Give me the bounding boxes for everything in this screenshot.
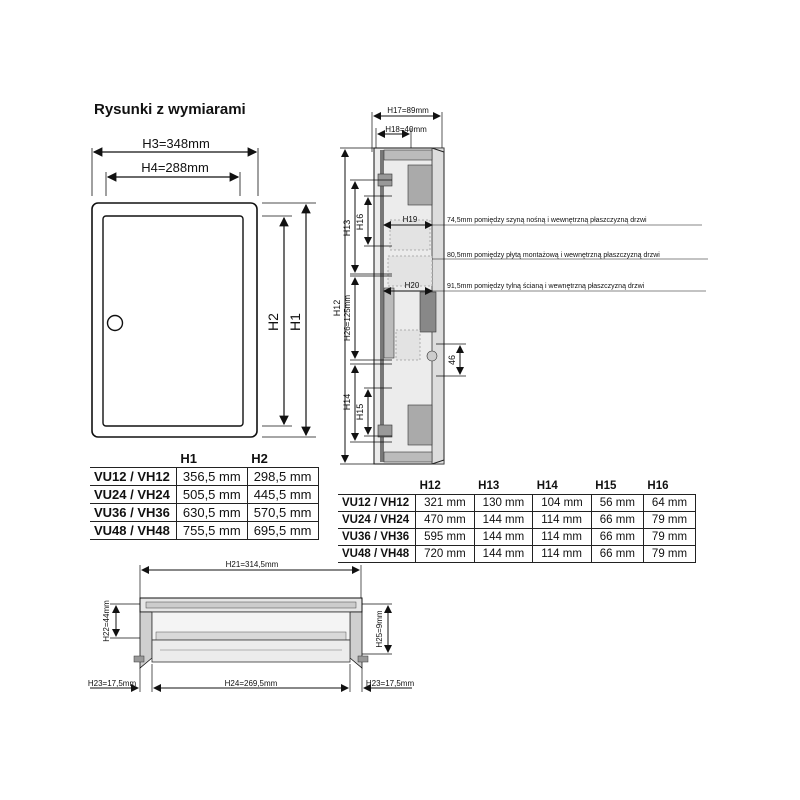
value-cell: 755,5 mm [176, 521, 248, 540]
table-header: H12 [415, 478, 475, 495]
value-cell: 114 mm [532, 545, 592, 563]
h23-left-label: H23=17,5mm [88, 679, 137, 688]
value-cell: 720 mm [415, 545, 475, 563]
value-cell: 114 mm [532, 528, 592, 546]
value-cell: 66 mm [591, 511, 644, 529]
note-2: 80,5mm pomiędzy płytą montażową i wewnęt… [447, 252, 660, 259]
value-cell: 144 mm [474, 511, 534, 529]
value-cell: 630,5 mm [176, 503, 248, 522]
model-cell: VU24 / VH24 [338, 511, 417, 529]
value-cell: 356,5 mm [176, 467, 248, 486]
value-cell: 144 mm [474, 545, 534, 563]
model-cell: VU48 / VH48 [90, 521, 177, 540]
h24-label: H24=269,5mm [225, 679, 278, 688]
table-header: H14 [532, 478, 592, 495]
model-cell: VU36 / VH36 [90, 503, 177, 522]
table-row: VU36 / VH36 595 mm 144 mm 114 mm 66 mm 7… [338, 528, 697, 546]
h20-label: H20 [405, 281, 420, 290]
table-header [90, 450, 177, 468]
h1-label: H1 [287, 313, 303, 331]
page-title: Rysunki z wymiarami [94, 101, 246, 118]
h3-label: H3=348mm [142, 136, 210, 151]
table-row: VU48 / VH48 755,5 mm 695,5 mm [90, 521, 319, 540]
value-cell: 445,5 mm [247, 485, 319, 504]
h18-label: H18=40mm [385, 125, 427, 134]
h15-label: H15 [355, 404, 365, 421]
dim-46-label: 46 [447, 355, 457, 365]
value-cell: 570,5 mm [247, 503, 319, 522]
h12-h16-table: H12 H13 H14 H15 H16 VU12 / VH12 321 mm 1… [338, 478, 697, 563]
value-cell: 64 mm [643, 494, 697, 512]
front-view: H3=348mm H4=288mm H2 H1 [91, 136, 316, 438]
value-cell: 695,5 mm [247, 521, 319, 540]
value-cell: 470 mm [415, 511, 475, 529]
table-header: H16 [643, 478, 696, 495]
value-cell: 79 mm [643, 545, 697, 563]
table-row: VU36 / VH36 630,5 mm 570,5 mm [90, 503, 319, 522]
h19-label: H19 [403, 215, 418, 224]
value-cell: 104 mm [532, 494, 592, 512]
table-row: VU12 / VH12 356,5 mm 298,5 mm [90, 467, 319, 486]
h14-label: H14 [342, 394, 352, 411]
value-cell: 66 mm [591, 545, 644, 563]
door-lock-icon [106, 314, 124, 332]
h13-label: H13 [342, 220, 352, 237]
value-cell: 56 mm [591, 494, 644, 512]
note-1: 74,5mm pomiędzy szyną nośną i wewnętrzną… [447, 217, 647, 224]
door-panel [102, 215, 244, 427]
table-row: VU12 / VH12 321 mm 130 mm 104 mm 56 mm 6… [338, 494, 697, 512]
model-cell: VU36 / VH36 [338, 528, 417, 546]
h17-label: H17=89mm [387, 106, 429, 115]
value-cell: 130 mm [474, 494, 534, 512]
table-row: VU24 / VH24 470 mm 144 mm 114 mm 66 mm 7… [338, 511, 697, 529]
table-row: VU48 / VH48 720 mm 144 mm 114 mm 66 mm 7… [338, 545, 697, 563]
value-cell: 595 mm [415, 528, 475, 546]
h16-label: H16 [355, 214, 365, 231]
h12-label: H12 [332, 300, 342, 317]
table-header: H1 [176, 450, 248, 468]
value-cell: 66 mm [591, 528, 644, 546]
table-row: VU24 / VH24 505,5 mm 445,5 mm [90, 485, 319, 504]
value-cell: 298,5 mm [247, 467, 319, 486]
h22-label: H22=44mm [102, 600, 111, 642]
h23-right-label: H23=17,5mm [366, 679, 415, 688]
value-cell: 505,5 mm [176, 485, 248, 504]
model-cell: VU48 / VH48 [338, 545, 417, 563]
bottom-view: H21=314,5mm H22=44mm H25=9mm H23=17,5mm … [88, 560, 415, 692]
h26-label: H26=125mm [343, 295, 352, 341]
model-cell: VU12 / VH12 [338, 494, 417, 512]
table-header [338, 478, 416, 495]
note-3: 91,5mm pomiędzy tylną ścianą i wewnętrzn… [447, 283, 645, 290]
table-header: H2 [247, 450, 318, 468]
value-cell: 114 mm [532, 511, 592, 529]
value-cell: 79 mm [643, 528, 697, 546]
side-view: H17=89mm H18=40mm H12 H13 [332, 106, 708, 465]
value-cell: 79 mm [643, 511, 697, 529]
h1-h2-table: H1 H2 VU12 / VH12 356,5 mm 298,5 mm VU24… [90, 450, 319, 540]
h25-label: H25=9mm [375, 610, 384, 647]
h2-label: H2 [265, 313, 281, 331]
model-cell: VU24 / VH24 [90, 485, 177, 504]
h21-label: H21=314,5mm [226, 560, 279, 569]
table-header: H13 [474, 478, 533, 495]
value-cell: 144 mm [474, 528, 534, 546]
model-cell: VU12 / VH12 [90, 467, 177, 486]
value-cell: 321 mm [415, 494, 475, 512]
table-header: H15 [591, 478, 644, 495]
h4-label: H4=288mm [141, 160, 209, 175]
